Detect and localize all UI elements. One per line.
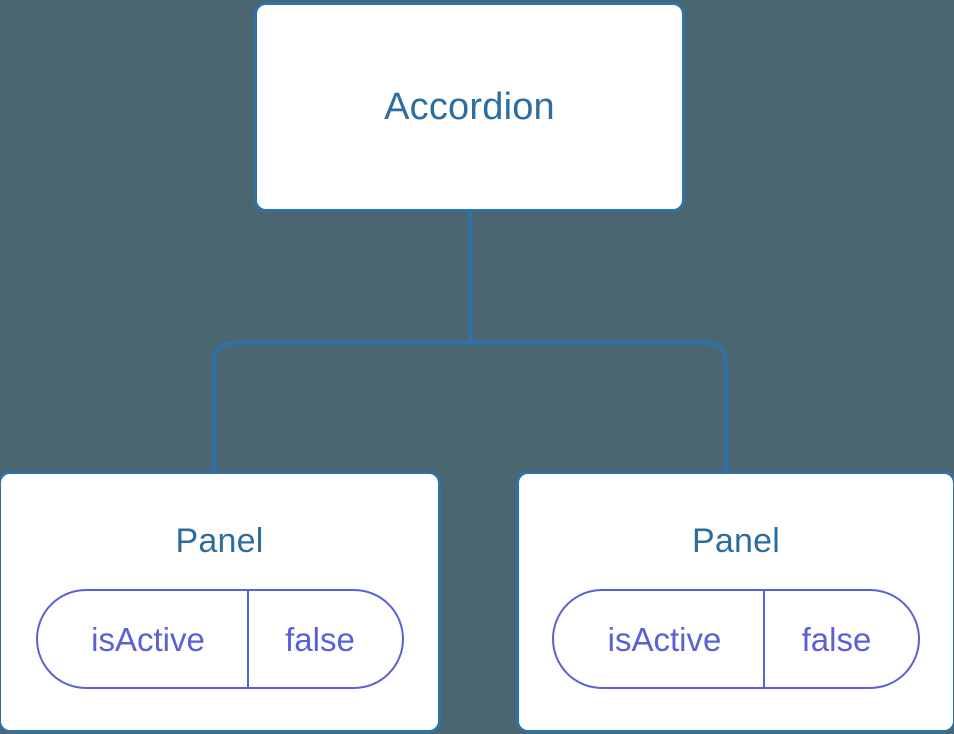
- prop-key-isactive-1: isActive: [91, 620, 205, 658]
- prop-value-isactive-1: false: [246, 591, 402, 687]
- prop-pill-panel-2[interactable]: isActive false: [552, 589, 920, 689]
- node-panel-1[interactable]: Panel isActive false: [0, 471, 441, 733]
- node-panel-2[interactable]: Panel isActive false: [516, 471, 954, 733]
- node-panel-2-title: Panel: [692, 522, 780, 560]
- edge-to-panel-2: [470, 341, 728, 474]
- prop-pill-panel-1[interactable]: isActive false: [35, 589, 404, 689]
- node-accordion-title: Accordion: [384, 86, 555, 128]
- node-panel-1-title: Panel: [175, 522, 264, 560]
- prop-key-isactive-2: isActive: [607, 620, 722, 658]
- node-accordion[interactable]: Accordion: [254, 2, 685, 212]
- edge-to-panel-1: [212, 341, 470, 474]
- prop-value-isactive-2: false: [763, 591, 918, 687]
